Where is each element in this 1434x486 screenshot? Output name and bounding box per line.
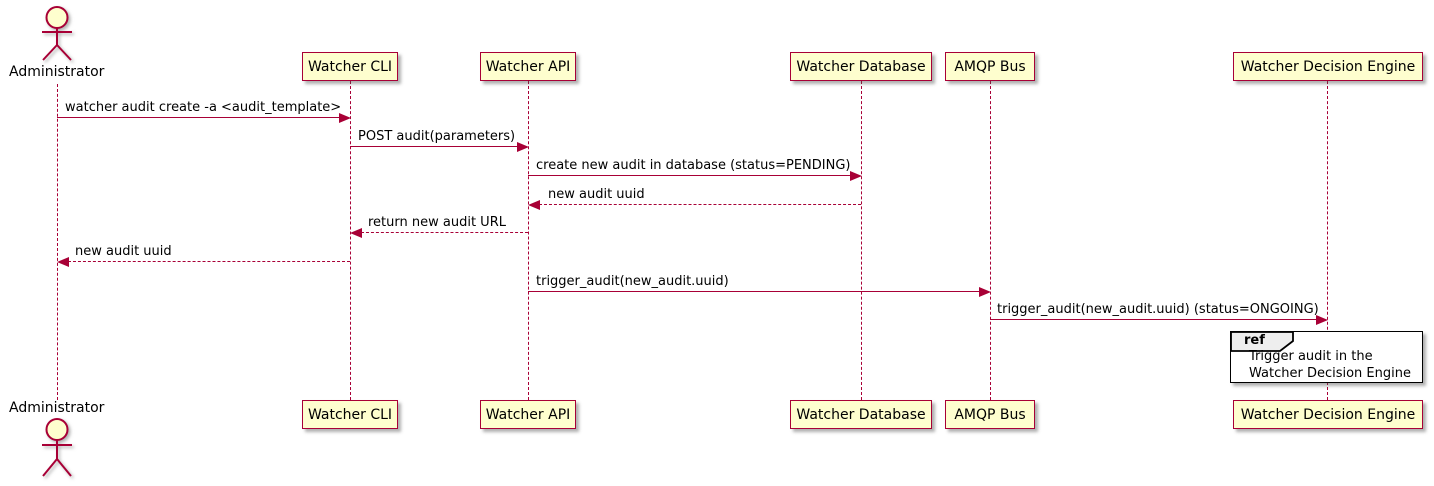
ref-text-line1: Trigger audit in the — [1249, 349, 1373, 364]
participant-watcher-api-top: Watcher API — [480, 52, 576, 81]
ref-keyword: ref — [1244, 333, 1265, 348]
message-line — [361, 232, 528, 233]
arrowhead-icon — [850, 171, 862, 181]
arrowhead-icon — [350, 228, 362, 238]
message-label: POST audit(parameters) — [358, 129, 516, 144]
participant-watcher-cli-top: Watcher CLI — [302, 52, 398, 81]
actor-label-top: Administrator — [9, 64, 105, 80]
lifeline-watcher-cli — [349, 81, 351, 400]
arrowhead-icon — [57, 257, 69, 267]
participant-label: Watcher CLI — [307, 58, 393, 75]
arrowhead-icon — [1316, 315, 1328, 325]
ref-tag-pentagon — [1230, 331, 1294, 352]
participant-label: Watcher API — [485, 58, 571, 75]
lifeline-amqp-bus — [989, 81, 991, 400]
participant-label: AMQP Bus — [954, 58, 1026, 75]
ref-text-line2: Watcher Decision Engine — [1249, 365, 1411, 381]
ref-text: Trigger audit in the Watcher Decision En… — [1249, 349, 1411, 382]
message-label: trigger_audit(new_audit.uuid) (status=ON… — [997, 302, 1319, 317]
participant-amqp-bus-top: AMQP Bus — [945, 52, 1035, 81]
participant-label: Watcher Decision Engine — [1240, 58, 1416, 75]
message-label: return new audit URL — [368, 215, 506, 230]
message-label: new audit uuid — [548, 187, 645, 202]
arrowhead-icon — [979, 287, 991, 297]
arrowhead-icon — [339, 113, 351, 123]
actor-label-bottom: Administrator — [9, 400, 105, 416]
lifeline-watcher-decision-engine — [1326, 81, 1328, 400]
participant-label: Watcher CLI — [307, 406, 393, 423]
message-line — [528, 291, 980, 292]
participant-watcher-database-top: Watcher Database — [790, 52, 932, 81]
lifeline-administrator — [56, 84, 58, 400]
message-label: new audit uuid — [75, 244, 172, 259]
message-label: trigger_audit(new_audit.uuid) — [536, 274, 729, 289]
message-label: create new audit in database (status=PEN… — [536, 158, 851, 173]
participant-watcher-cli-bottom: Watcher CLI — [302, 400, 398, 429]
participant-watcher-database-bottom: Watcher Database — [790, 400, 932, 429]
participant-watcher-decision-engine-bottom: Watcher Decision Engine — [1233, 400, 1423, 429]
message-line — [528, 175, 851, 176]
message-line — [990, 319, 1317, 320]
participant-label: Watcher Database — [796, 406, 926, 423]
message-line — [57, 117, 340, 118]
participant-amqp-bus-bottom: AMQP Bus — [945, 400, 1035, 429]
lifeline-watcher-database — [860, 81, 862, 400]
message-line — [68, 261, 350, 262]
arrowhead-icon — [517, 142, 529, 152]
participant-label: Watcher API — [485, 406, 571, 423]
message-line — [539, 204, 861, 205]
lifeline-watcher-api — [527, 81, 529, 400]
message-label: watcher audit create -a <audit_template> — [65, 100, 342, 115]
actor-icon-bottom — [42, 418, 72, 477]
participant-label: AMQP Bus — [954, 406, 1026, 423]
message-line — [350, 146, 518, 147]
ref-fragment: ref Trigger audit in the Watcher Decisio… — [1230, 331, 1423, 383]
actor-icon-top — [42, 6, 72, 61]
participant-watcher-decision-engine-top: Watcher Decision Engine — [1233, 52, 1423, 81]
participant-label: Watcher Database — [796, 58, 926, 75]
participant-label: Watcher Decision Engine — [1240, 406, 1416, 423]
participant-watcher-api-bottom: Watcher API — [480, 400, 576, 429]
arrowhead-icon — [528, 200, 540, 210]
